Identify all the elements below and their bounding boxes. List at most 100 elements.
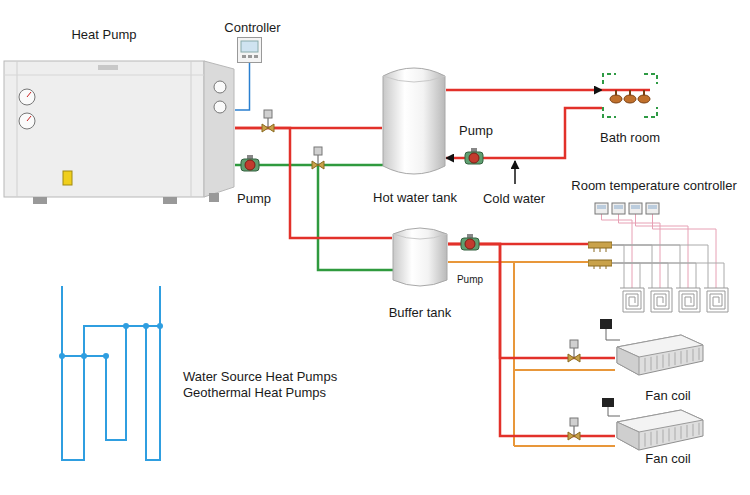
drawing-part: [699, 423, 700, 435]
drawing-part: [469, 153, 479, 163]
drawing-part: [264, 110, 272, 118]
drawing-part: [383, 68, 445, 174]
drawing-part: [588, 242, 612, 248]
drawing-part: [619, 214, 661, 288]
drawing-part: [610, 95, 622, 103]
drawing-part: [693, 349, 694, 361]
drawing-part: [612, 245, 652, 288]
drawing-part: [603, 74, 616, 84]
inlet-label: Cold water: [483, 191, 545, 206]
drawing-part: [63, 171, 72, 185]
pipe-connector: [446, 108, 602, 158]
drawing-part: [594, 266, 595, 269]
drawing-part: [602, 214, 633, 288]
drawing-part: [606, 329, 620, 340]
drawing-part: [699, 348, 700, 360]
drawing-part: [241, 159, 259, 171]
controller-box: Controller: [215, 18, 290, 66]
drawing-part: [570, 340, 578, 348]
drawing-part: [651, 432, 652, 446]
drawing-part: [638, 95, 650, 103]
drawing-part: [653, 214, 717, 288]
drawing-part: [84, 326, 126, 440]
drawing-part: [465, 239, 475, 249]
drawing-part: [588, 260, 612, 266]
cold-water-arrow: [514, 161, 516, 184]
drawing-part: [4, 75, 204, 76]
drawing-part: [204, 61, 234, 197]
drawing-part: [651, 357, 652, 371]
drawing-part: [17, 61, 18, 197]
valve-symbol: [568, 340, 580, 362]
node-label: Bath room: [600, 130, 660, 145]
drawing-part: [126, 286, 160, 326]
drawing-part: [393, 228, 447, 286]
drawing-part: [27, 92, 31, 97]
drawing-part: [612, 263, 668, 288]
loop-junction: [59, 323, 163, 359]
drawing-part: [568, 354, 580, 362]
drawing-part: [254, 55, 258, 58]
drawing-part: [645, 433, 646, 447]
drawing-part: [574, 348, 575, 358]
drawing-part: [238, 38, 262, 63]
drawing-part: [624, 95, 636, 103]
valve-symbol: [312, 147, 324, 169]
drawing-part: [608, 407, 620, 416]
drawing-part: [612, 245, 680, 288]
drawing-part: [574, 426, 575, 436]
drawing-part: [33, 197, 47, 204]
drawing-part: [393, 234, 447, 239]
floor-return-pipe: [448, 262, 615, 446]
drawing-part: [19, 89, 35, 105]
node-shape: [602, 73, 658, 118]
drawing-part: [693, 424, 694, 436]
caption-line: Geothermal Heat Pumps: [183, 385, 326, 400]
drawing-part: [681, 426, 682, 439]
node-label: Fan coil: [645, 388, 691, 403]
drawing-part: [514, 369, 615, 371]
drawing-part: [242, 55, 246, 58]
drawing-part: [448, 261, 588, 263]
pump-symbol: [465, 148, 483, 164]
drawing-part: [687, 425, 688, 438]
drawing-part: [617, 335, 703, 375]
fan-coil-unit: [615, 408, 705, 453]
drawing-part: [687, 350, 688, 363]
drawing-part: [143, 323, 149, 329]
drawing-part: [314, 147, 322, 155]
drawing-part: [59, 353, 65, 359]
node-label: Room temperature controller: [571, 178, 736, 193]
drawing-part: [594, 248, 595, 252]
node-shape: [392, 224, 448, 290]
drawing-part: [241, 41, 258, 52]
drawing-part: [594, 248, 606, 269]
drawing-part: [657, 431, 658, 445]
drawing-part: [191, 61, 192, 197]
drawing-part: [163, 197, 177, 204]
drawing-part: [645, 358, 646, 372]
pump-label: Pump: [237, 191, 271, 206]
drawing-part: [268, 118, 269, 128]
bath-room: Bath room: [590, 70, 670, 148]
ground-loop: [62, 286, 160, 460]
drawing-part: [612, 203, 625, 214]
drawing-part: [704, 288, 728, 312]
buffer-tank: Buffer tank: [380, 222, 460, 322]
drawing-part: [471, 148, 477, 152]
drawing-part: [157, 323, 163, 329]
drawing-part: [461, 238, 479, 250]
drawing-part: [595, 203, 608, 214]
heat-pump-cabinet: [3, 55, 235, 205]
shower-heads: [602, 73, 658, 118]
manifold: [588, 234, 612, 270]
drawing-part: [248, 55, 252, 58]
drawing-part: [644, 107, 657, 117]
drawing-part: [98, 65, 118, 70]
drawing-part: [245, 160, 255, 170]
tank-cylinder: [382, 62, 446, 180]
drawing-part: [612, 245, 708, 288]
controller-panel: [237, 37, 262, 63]
drawing-part: [617, 422, 639, 450]
drawing-part: [262, 124, 274, 132]
